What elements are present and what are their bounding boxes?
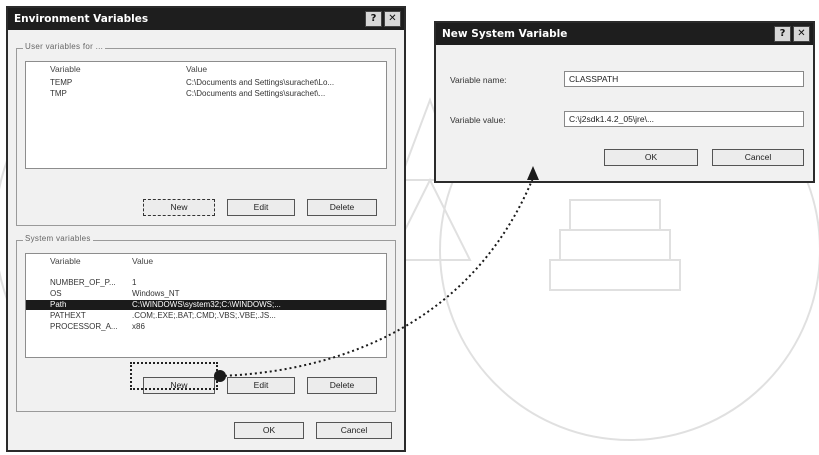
env-cancel-button[interactable]: Cancel	[316, 422, 392, 439]
system-variables-label: System variables	[23, 234, 93, 243]
system-list-header: Variable Value	[26, 256, 386, 268]
variable-value-field[interactable]: C:\j2sdk1.4.2_05\jre\...	[564, 111, 804, 127]
table-row[interactable]: PROCESSOR_A... x86	[26, 322, 386, 332]
variable-value-cell: .COM;.EXE;.BAT;.CMD;.VBS;.VBE;.JS...	[132, 311, 276, 320]
user-edit-button[interactable]: Edit	[227, 199, 295, 216]
variable-value-cell: C:\WINDOWS\system32;C:\WINDOWS;...	[132, 300, 281, 309]
column-header-value[interactable]: Value	[132, 256, 154, 266]
column-header-variable[interactable]: Variable	[50, 256, 81, 266]
variable-name-cell: PROCESSOR_A...	[50, 322, 118, 331]
env-dialog-title: Environment Variables	[14, 13, 149, 25]
variable-value-cell: C:\Documents and Settings\surachet\Lo...	[186, 78, 335, 87]
new-system-variable-dialog: New System Variable ? ✕ Variable name: C…	[434, 21, 815, 183]
variable-name-cell: TEMP	[50, 78, 73, 87]
column-header-variable[interactable]: Variable	[50, 64, 81, 74]
table-row[interactable]: OS Windows_NT	[26, 289, 386, 299]
help-icon: ?	[779, 28, 786, 39]
table-row[interactable]: TMP C:\Documents and Settings\surachet\.…	[26, 89, 386, 99]
help-button[interactable]: ?	[774, 26, 791, 42]
close-button[interactable]: ✕	[793, 26, 810, 42]
variable-name-field[interactable]: CLASSPATH	[564, 71, 804, 87]
env-dialog-titlebar[interactable]: Environment Variables ? ✕	[8, 8, 404, 30]
new-var-titlebar[interactable]: New System Variable ? ✕	[436, 23, 813, 45]
table-row[interactable]: TEMP C:\Documents and Settings\surachet\…	[26, 78, 386, 88]
variable-value-cell: 1	[132, 278, 137, 287]
close-icon: ✕	[388, 13, 397, 24]
variable-value-cell: Windows_NT	[132, 289, 180, 298]
variable-value-label: Variable value:	[450, 115, 506, 125]
system-new-button[interactable]: New	[143, 377, 215, 394]
new-var-ok-button[interactable]: OK	[604, 149, 698, 166]
user-variables-group: User variables for ... Variable Value TE…	[16, 42, 396, 226]
table-row[interactable]: PATHEXT .COM;.EXE;.BAT;.CMD;.VBS;.VBE;.J…	[26, 311, 386, 321]
close-icon: ✕	[797, 28, 806, 39]
table-row-selected[interactable]: Path C:\WINDOWS\system32;C:\WINDOWS;...	[26, 300, 386, 310]
environment-variables-dialog: Environment Variables ? ✕ User variables…	[6, 6, 406, 452]
column-header-value[interactable]: Value	[186, 64, 208, 74]
variable-value-cell: C:\Documents and Settings\surachet\...	[186, 89, 326, 98]
user-new-button[interactable]: New	[143, 199, 215, 216]
env-ok-button[interactable]: OK	[234, 422, 304, 439]
variable-name-cell: Path	[50, 300, 67, 309]
new-var-title: New System Variable	[442, 28, 568, 40]
system-edit-button[interactable]: Edit	[227, 377, 295, 394]
help-button[interactable]: ?	[365, 11, 382, 27]
table-row[interactable]: NUMBER_OF_P... 1	[26, 278, 386, 288]
user-delete-button[interactable]: Delete	[307, 199, 377, 216]
variable-name-cell: OS	[50, 289, 62, 298]
new-var-cancel-button[interactable]: Cancel	[712, 149, 804, 166]
variable-name-cell: PATHEXT	[50, 311, 86, 320]
variable-name-cell: TMP	[50, 89, 67, 98]
variable-name-label: Variable name:	[450, 75, 507, 85]
system-delete-button[interactable]: Delete	[307, 377, 377, 394]
variable-value-cell: x86	[132, 322, 145, 331]
close-button[interactable]: ✕	[384, 11, 401, 27]
user-variables-list[interactable]: Variable Value TEMP C:\Documents and Set…	[25, 61, 387, 169]
variable-name-cell: NUMBER_OF_P...	[50, 278, 116, 287]
system-variables-list[interactable]: Variable Value NUMBER_OF_P... 1 OS Windo…	[25, 253, 387, 358]
user-variables-label: User variables for ...	[23, 42, 106, 51]
help-icon: ?	[370, 13, 377, 24]
system-variables-group: System variables Variable Value NUMBER_O…	[16, 234, 396, 412]
user-list-header: Variable Value	[26, 64, 386, 76]
